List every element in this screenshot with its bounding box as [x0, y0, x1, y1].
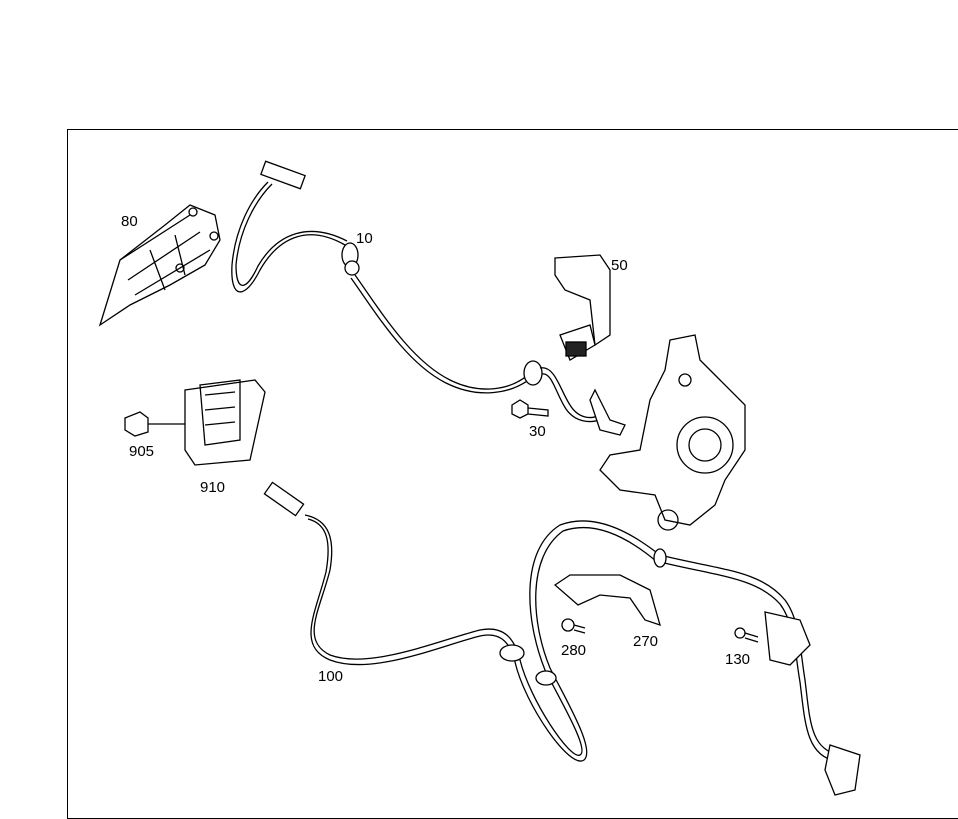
steering-knuckle-drawing — [599, 334, 746, 531]
screws-drawing — [561, 618, 759, 643]
bracket-50-drawing — [554, 254, 611, 361]
callout-100: 100 — [318, 668, 344, 685]
callout-910: 910 — [200, 479, 226, 496]
callout-30: 30 — [529, 423, 546, 440]
cable-100-drawing — [263, 481, 861, 796]
connector-905-910-drawing — [124, 379, 266, 466]
cable-10-drawing — [231, 160, 626, 436]
callout-270: 270 — [633, 633, 659, 650]
bolt-30-drawing — [511, 399, 549, 419]
callout-50: 50 — [611, 257, 628, 274]
callout-905: 905 — [129, 443, 155, 460]
callout-10: 10 — [356, 230, 373, 247]
callout-280: 280 — [561, 642, 587, 659]
holder-270-drawing — [553, 574, 661, 627]
bracket-80-drawing — [98, 204, 221, 327]
callout-130: 130 — [725, 651, 751, 668]
callout-80: 80 — [121, 213, 138, 230]
